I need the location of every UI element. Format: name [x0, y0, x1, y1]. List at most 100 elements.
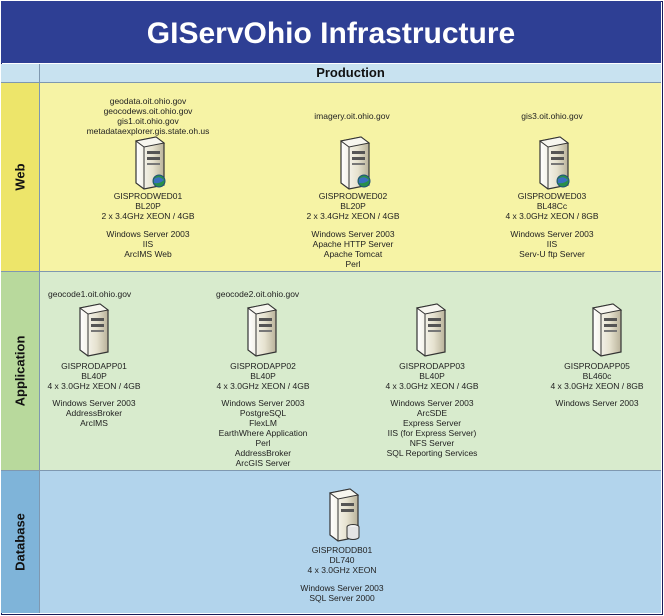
app-server-2-specs: GISPRODAPP02 BL40P 4 x 3.0GHz XEON / 4GB: [193, 361, 333, 391]
software-item: IIS: [142, 239, 154, 249]
server-model: DL740: [329, 555, 355, 565]
db-server-specs: GISPRODDB01 DL740 4 x 3.0GHz XEON: [282, 545, 402, 575]
hostname: gis1.oit.ohio.gov: [117, 116, 179, 126]
server-model: BL40P: [250, 371, 276, 381]
software-item: Windows Server 2003: [106, 229, 190, 239]
server-model: BL460c: [582, 371, 612, 381]
hostname: geodata.oit.ohio.gov: [109, 96, 187, 106]
server-name: GISPRODWED02: [318, 191, 388, 201]
app-server-icon: [246, 303, 278, 357]
software-item: Express Server: [402, 418, 462, 428]
tier-label-application: Application: [1, 272, 40, 470]
web-server-2-software: Windows Server 2003 Apache HTTP Server A…: [283, 229, 423, 269]
software-item: IIS: [546, 239, 558, 249]
server-cpu: 4 x 3.0GHz XEON: [307, 565, 377, 575]
app-server-icon: [415, 303, 447, 357]
software-item: AddressBroker: [234, 448, 292, 458]
software-item: ArcIMS Web: [124, 249, 172, 259]
tier-divider: [1, 271, 661, 272]
app-server-3-specs: GISPRODAPP03 BL40P 4 x 3.0GHz XEON / 4GB: [362, 361, 502, 391]
tier-label-web: Web: [1, 83, 40, 271]
app-server-2-hostnames: geocode2.oit.ohio.gov: [216, 289, 316, 299]
app-server-4-software: Windows Server 2003: [537, 398, 657, 408]
server-name: GISPRODAPP03: [399, 361, 465, 371]
server-cpu: 4 x 3.0GHz XEON / 8GB: [550, 381, 644, 391]
server-name: GISPRODWED01: [113, 191, 183, 201]
app-server-2-software: Windows Server 2003 PostgreSQL FlexLM Ea…: [193, 398, 333, 468]
hostname: imagery.oit.ohio.gov: [314, 111, 390, 121]
tier-application: [40, 272, 661, 470]
web-server-icon: [339, 136, 371, 190]
software-item: Windows Server 2003: [300, 583, 384, 593]
tier-label-database-text: Database: [12, 513, 28, 571]
software-item: Windows Server 2003: [555, 398, 639, 408]
diagram-title: GIServOhio Infrastructure: [1, 1, 661, 63]
software-item: Apache Tomcat: [323, 249, 383, 259]
software-item: Windows Server 2003: [510, 229, 594, 239]
app-server-1-software: Windows Server 2003 AddressBroker ArcIMS: [24, 398, 164, 428]
software-item: ArcSDE: [416, 408, 448, 418]
web-server-3-software: Windows Server 2003 IIS Serv-U ftp Serve…: [482, 229, 622, 259]
software-item: FlexLM: [249, 418, 277, 428]
software-item: NFS Server: [409, 438, 455, 448]
app-server-1-specs: GISPRODAPP01 BL40P 4 x 3.0GHz XEON / 4GB: [24, 361, 164, 391]
software-item: Windows Server 2003: [221, 398, 305, 408]
web-server-icon: [538, 136, 570, 190]
tier-label-database: Database: [1, 471, 40, 613]
software-item: SQL Reporting Services: [386, 448, 478, 458]
server-cpu: 2 x 3.4GHz XEON / 4GB: [101, 211, 195, 221]
software-item: Apache HTTP Server: [312, 239, 394, 249]
software-item: ArcIMS: [80, 418, 108, 428]
web-server-2-specs: GISPRODWED02 BL20P 2 x 3.4GHz XEON / 4GB: [283, 191, 423, 221]
server-cpu: 4 x 3.0GHz XEON / 8GB: [505, 211, 599, 221]
software-item: Windows Server 2003: [311, 229, 395, 239]
server-model: BL20P: [340, 201, 366, 211]
software-item: ArcGIS Server: [235, 458, 291, 468]
software-item: Serv-U ftp Server: [519, 249, 585, 259]
hostname: gis3.oit.ohio.gov: [521, 111, 583, 121]
db-server-software: Windows Server 2003 SQL Server 2000: [272, 583, 412, 603]
production-corner: [1, 64, 40, 83]
web-server-2-hostnames: imagery.oit.ohio.gov: [282, 111, 422, 121]
server-name: GISPRODDB01: [311, 545, 373, 555]
software-item: Windows Server 2003: [390, 398, 474, 408]
hostname: geocodews.oit.ohio.gov: [103, 106, 193, 116]
server-name: GISPRODAPP02: [230, 361, 296, 371]
server-model: BL20P: [135, 201, 161, 211]
software-item: Windows Server 2003: [52, 398, 136, 408]
server-cpu: 4 x 3.0GHz XEON / 4GB: [385, 381, 479, 391]
app-server-3-software: Windows Server 2003 ArcSDE Express Serve…: [362, 398, 502, 458]
app-server-1-hostnames: geocode1.oit.ohio.gov: [48, 289, 148, 299]
software-item: PostgreSQL: [239, 408, 287, 418]
server-name: GISPRODWED03: [517, 191, 587, 201]
server-model: BL48Cc: [536, 201, 568, 211]
software-item: AddressBroker: [65, 408, 123, 418]
web-server-3-specs: GISPRODWED03 BL48Cc 4 x 3.0GHz XEON / 8G…: [482, 191, 622, 221]
hostname: geocode2.oit.ohio.gov: [216, 289, 300, 299]
tier-divider: [1, 470, 661, 471]
server-name: GISPRODAPP05: [564, 361, 630, 371]
hostname: metadataexplorer.gis.state.oh.us: [86, 126, 210, 136]
software-item: SQL Server 2000: [309, 593, 375, 603]
software-item: IIS (for Express Server): [387, 428, 477, 438]
software-item: EarthWhere Application: [218, 428, 308, 438]
tier-label-web-text: Web: [12, 163, 28, 191]
software-item: Perl: [345, 259, 361, 269]
production-header: Production: [40, 64, 661, 83]
web-server-1-specs: GISPRODWED01 BL20P 2 x 3.4GHz XEON / 4GB: [78, 191, 218, 221]
db-server-icon: [328, 488, 360, 542]
app-server-4-specs: GISPRODAPP05 BL460c 4 x 3.0GHz XEON / 8G…: [537, 361, 657, 391]
web-server-3-hostnames: gis3.oit.ohio.gov: [482, 111, 622, 121]
app-server-icon: [78, 303, 110, 357]
server-name: GISPRODAPP01: [61, 361, 127, 371]
web-server-1-hostnames: geodata.oit.ohio.gov geocodews.oit.ohio.…: [58, 96, 238, 136]
server-cpu: 4 x 3.0GHz XEON / 4GB: [216, 381, 310, 391]
hostname: geocode1.oit.ohio.gov: [48, 289, 132, 299]
server-cpu: 2 x 3.4GHz XEON / 4GB: [306, 211, 400, 221]
app-server-icon: [591, 303, 623, 357]
web-server-icon: [134, 136, 166, 190]
web-server-1-software: Windows Server 2003 IIS ArcIMS Web: [78, 229, 218, 259]
software-item: Perl: [255, 438, 271, 448]
server-model: BL40P: [419, 371, 445, 381]
server-cpu: 4 x 3.0GHz XEON / 4GB: [47, 381, 141, 391]
